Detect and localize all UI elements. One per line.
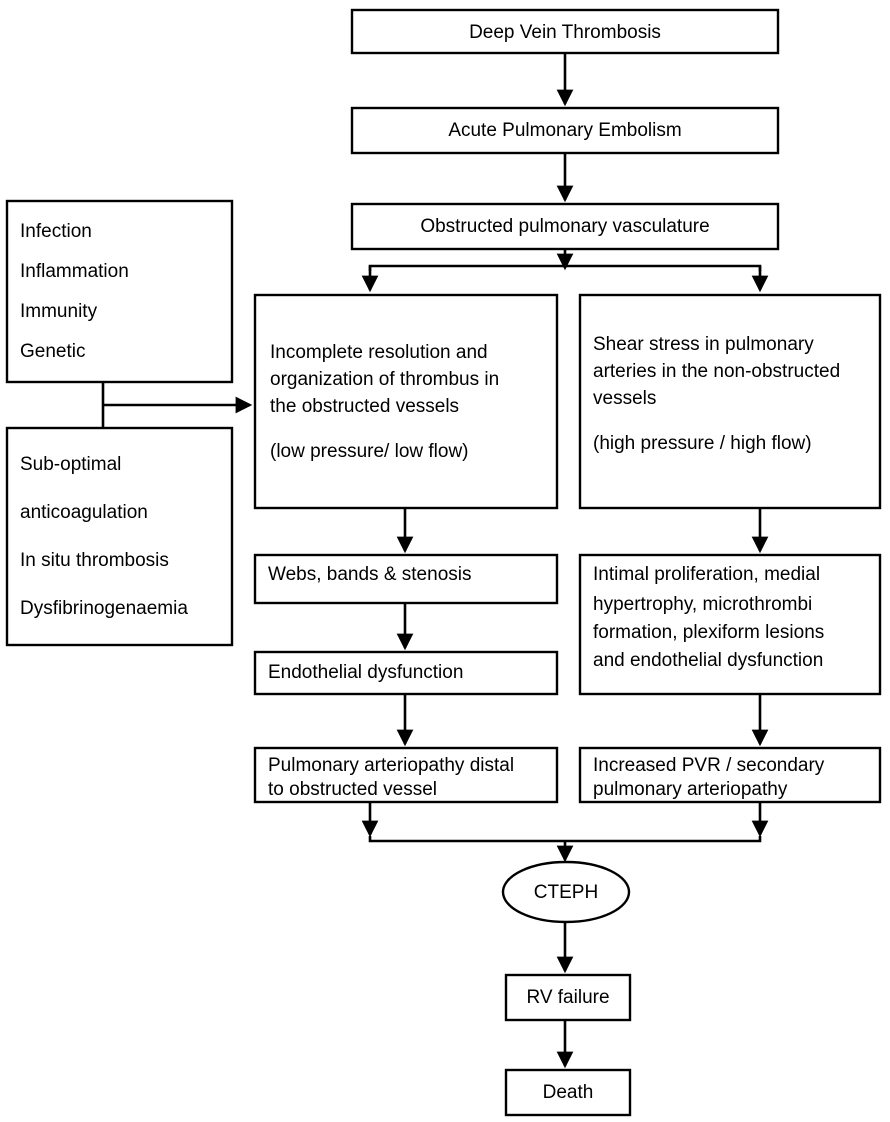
node-incomplete-resolution[interactable]: Incomplete resolution and organization o… [253, 293, 559, 510]
edge-split-bar [368, 264, 762, 271]
node-pulmonary-arteriopathy-distal[interactable]: Pulmonary arteriopathy distal to obstruc… [253, 746, 559, 804]
node-shear-stress-line-3: vessels [593, 388, 656, 409]
node-box [253, 746, 559, 804]
node-obstructed-pulmonary-vasculature[interactable]: Obstructed pulmonary vasculature [350, 202, 780, 251]
node-rv-failure-label: RV failure [526, 987, 609, 1008]
node-obstructed-pulmonary-vasculature-label: Obstructed pulmonary vasculature [420, 216, 709, 237]
node-pulmonary-arteriopathy-distal-line-1: Pulmonary arteriopathy distal [268, 755, 514, 776]
node-death-label: Death [543, 1082, 594, 1103]
node-endothelial-dysfunction-label: Endothelial dysfunction [268, 662, 463, 683]
node-increased-pvr[interactable]: Increased PVR / secondary pulmonary arte… [578, 746, 882, 804]
node-box [504, 1068, 632, 1117]
node-pulmonary-arteriopathy-distal-line-2: to obstructed vessel [268, 779, 437, 800]
node-box [504, 973, 632, 1022]
node-box [578, 553, 882, 696]
node-webs-bands-stenosis[interactable]: Webs, bands & stenosis [253, 553, 559, 605]
risk-factor-item-dysfibrinogenaemia: Dysfibrinogenaemia [20, 598, 188, 619]
node-shear-stress-line-1: Shear stress in pulmonary [593, 334, 814, 355]
node-increased-pvr-line-1: Increased PVR / secondary [593, 755, 825, 776]
node-intimal-proliferation-line-4: and endothelial dysfunction [593, 650, 823, 671]
risk-factor-item-sub-optimal: Sub-optimal [20, 454, 121, 475]
node-incomplete-resolution-line-1: Incomplete resolution and [270, 342, 488, 363]
node-box [5, 426, 234, 647]
node-cteph-label: CTEPH [534, 882, 598, 903]
node-webs-bands-stenosis-label: Webs, bands & stenosis [268, 564, 471, 585]
node-box [253, 650, 559, 696]
node-intimal-proliferation-line-1: Intimal proliferation, medial [593, 564, 820, 585]
node-acute-pulmonary-embolism[interactable]: Acute Pulmonary Embolism [350, 106, 780, 155]
node-risk-factors-immunologic[interactable]: Infection Inflammation Immunity Genetic [5, 199, 234, 384]
node-incomplete-resolution-line-3: the obstructed vessels [270, 396, 459, 417]
node-acute-pulmonary-embolism-label: Acute Pulmonary Embolism [448, 120, 681, 141]
node-rv-failure[interactable]: RV failure [504, 973, 632, 1022]
node-shear-stress-line-5: (high pressure / high flow) [593, 433, 812, 454]
node-box [253, 553, 559, 605]
node-box [578, 746, 882, 804]
node-deep-vein-thrombosis[interactable]: Deep Vein Thrombosis [350, 8, 780, 55]
node-cteph[interactable]: CTEPH [501, 860, 631, 924]
node-intimal-proliferation-line-2: hypertrophy, microthrombi [593, 594, 812, 615]
node-incomplete-resolution-line-2: organization of thrombus in [270, 369, 499, 390]
node-shear-stress-line-2: arteries in the non-obstructed [593, 361, 840, 382]
node-endothelial-dysfunction[interactable]: Endothelial dysfunction [253, 650, 559, 696]
node-box [578, 293, 882, 510]
risk-factor-item-anticoagulation: anticoagulation [20, 502, 148, 523]
edge-merge-bar [368, 836, 762, 843]
node-box [5, 199, 234, 384]
node-shear-stress[interactable]: Shear stress in pulmonary arteries in th… [578, 293, 882, 510]
node-risk-factors-thrombotic[interactable]: Sub-optimal anticoagulation In situ thro… [5, 426, 234, 647]
node-increased-pvr-line-2: pulmonary arteriopathy [593, 779, 788, 800]
risk-factor-item-inflammation: Inflammation [20, 261, 129, 282]
node-box [253, 293, 559, 510]
risk-factor-item-immunity: Immunity [20, 301, 98, 322]
node-intimal-proliferation[interactable]: Intimal proliferation, medial hypertroph… [578, 553, 882, 696]
node-intimal-proliferation-line-3: formation, plexiform lesions [593, 622, 824, 643]
risk-factor-item-in-situ-thrombosis: In situ thrombosis [20, 550, 169, 571]
risk-factor-item-genetic: Genetic [20, 341, 85, 362]
node-box [350, 106, 780, 155]
node-death[interactable]: Death [504, 1068, 632, 1117]
node-ellipse [501, 860, 631, 924]
node-deep-vein-thrombosis-label: Deep Vein Thrombosis [469, 22, 661, 43]
node-box [350, 202, 780, 251]
node-box [350, 8, 780, 55]
node-incomplete-resolution-line-5: (low pressure/ low flow) [270, 441, 469, 462]
risk-factor-item-infection: Infection [20, 221, 92, 242]
